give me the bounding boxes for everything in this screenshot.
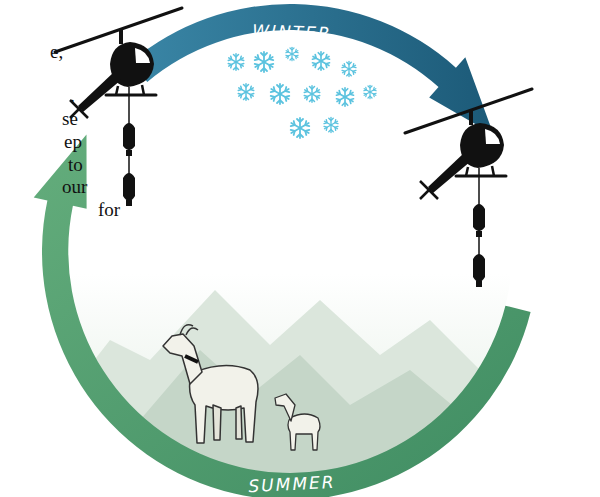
- text-fragment: ep: [64, 132, 82, 152]
- adult-goat: [163, 325, 258, 443]
- mountain-range: [40, 290, 540, 480]
- summer-arrow: [34, 135, 531, 497]
- kid-goat: [275, 394, 320, 450]
- winter-arrow: [131, 4, 494, 134]
- helicopter-left: [55, 8, 182, 206]
- text-fragment: .: [70, 86, 75, 106]
- snowflakes: [228, 47, 376, 138]
- text-fragment: e,: [50, 42, 63, 62]
- text-fragment: for: [98, 200, 120, 220]
- text-fragment: se: [62, 109, 78, 129]
- text-fragment: our: [62, 177, 87, 197]
- helicopter-right: [405, 89, 532, 287]
- text-fragment: to: [68, 155, 83, 175]
- season-label: WINTER: [252, 21, 332, 44]
